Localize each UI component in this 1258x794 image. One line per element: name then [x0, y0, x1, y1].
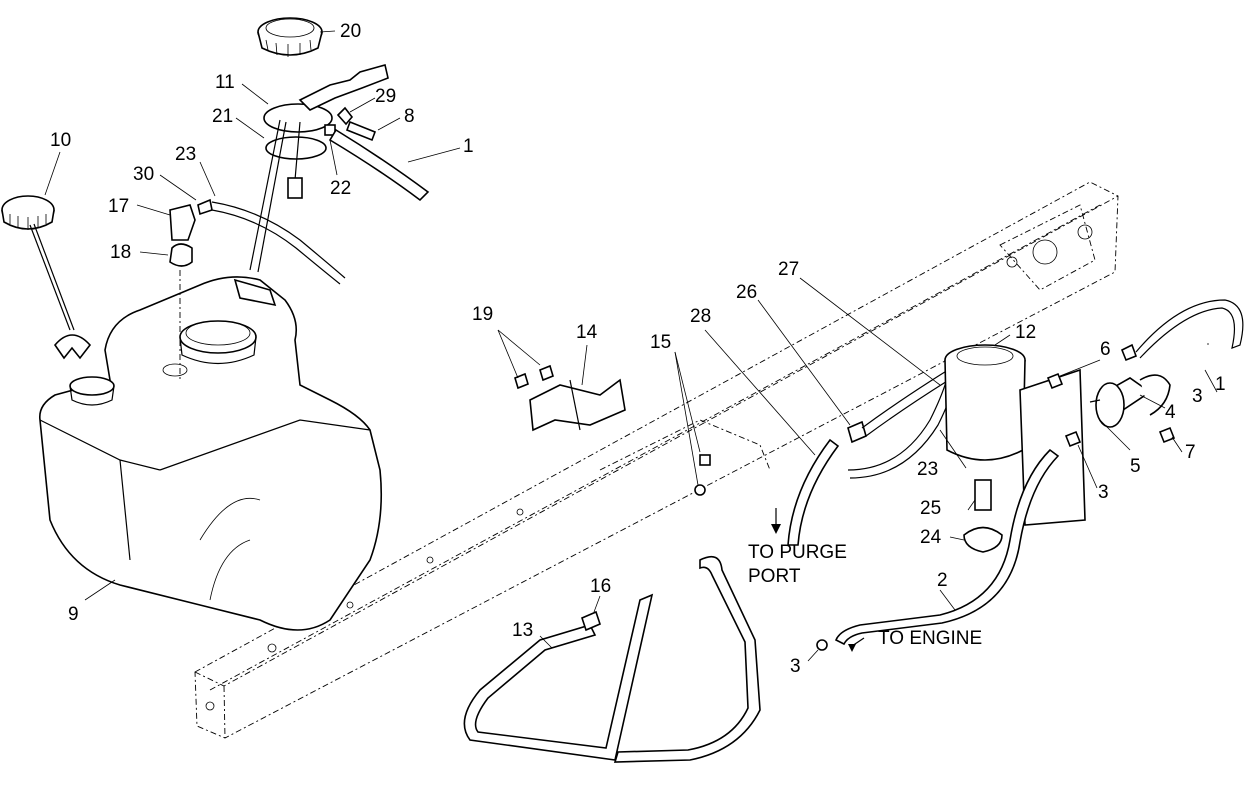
fuel-sender-assembly: [233, 64, 389, 307]
fastener-set: [694, 454, 711, 496]
leader-lines: [44, 30, 1218, 662]
note-purge-port-line1: TO PURGE: [748, 542, 847, 563]
callout-26: 26: [736, 282, 757, 303]
callout-19: 19: [472, 304, 493, 325]
callout-23-top: 23: [175, 144, 196, 165]
callout-9: 9: [68, 604, 79, 625]
purge-hoses: [787, 359, 959, 546]
callout-13: 13: [512, 620, 533, 641]
callout-24: 24: [920, 527, 942, 548]
callout-4: 4: [1165, 402, 1176, 423]
elbow-fitting-assembly: [169, 198, 346, 380]
note-to-engine: TO ENGINE: [878, 628, 982, 649]
callout-1-top: 1: [463, 136, 474, 157]
callout-8: 8: [404, 106, 415, 127]
callout-7: 7: [1185, 442, 1196, 463]
fuel-hose-to-engine: [834, 448, 1060, 646]
fuel-tank: [38, 276, 383, 631]
callout-labels: 20 11 29 21 8 1 10 23 30 22 17 18 9 19 1…: [50, 21, 1226, 677]
callout-25: 25: [920, 498, 941, 519]
callout-29: 29: [375, 86, 396, 107]
callout-1-right: 1: [1215, 374, 1226, 395]
callout-2: 2: [937, 570, 948, 591]
callout-3-right: 3: [1192, 386, 1203, 407]
callout-16: 16: [590, 576, 611, 597]
charcoal-canister: [944, 344, 1086, 553]
callout-21: 21: [212, 106, 233, 127]
callout-6: 6: [1100, 339, 1111, 360]
frame-rail: [194, 181, 1119, 739]
callout-28: 28: [690, 306, 711, 327]
callout-20: 20: [340, 21, 361, 42]
mounting-bracket: [514, 364, 626, 432]
hose-clamp: [816, 639, 828, 651]
callout-11: 11: [215, 72, 235, 93]
callout-12: 12: [1015, 322, 1036, 343]
callout-30: 30: [133, 164, 154, 185]
callout-3-bottom: 3: [790, 656, 801, 677]
callout-14: 14: [576, 322, 598, 343]
note-purge-port-line2: PORT: [748, 566, 801, 587]
routing-notes: TO PURGE PORT TO ENGINE: [748, 542, 982, 649]
callout-5: 5: [1130, 456, 1141, 477]
callout-18: 18: [110, 242, 131, 263]
fuel-filter-assembly: [1046, 299, 1244, 448]
vent-tube: [463, 555, 761, 763]
callout-15: 15: [650, 332, 671, 353]
callout-27: 27: [778, 259, 799, 280]
locking-ring: [257, 17, 323, 57]
callout-22: 22: [330, 178, 351, 199]
fuel-hose-top: [328, 128, 430, 202]
callout-3-mid: 3: [1098, 482, 1109, 503]
callout-10: 10: [50, 130, 71, 151]
callout-17: 17: [108, 196, 129, 217]
fuel-cap: [1, 195, 92, 360]
callout-23-bottom: 23: [917, 459, 938, 480]
